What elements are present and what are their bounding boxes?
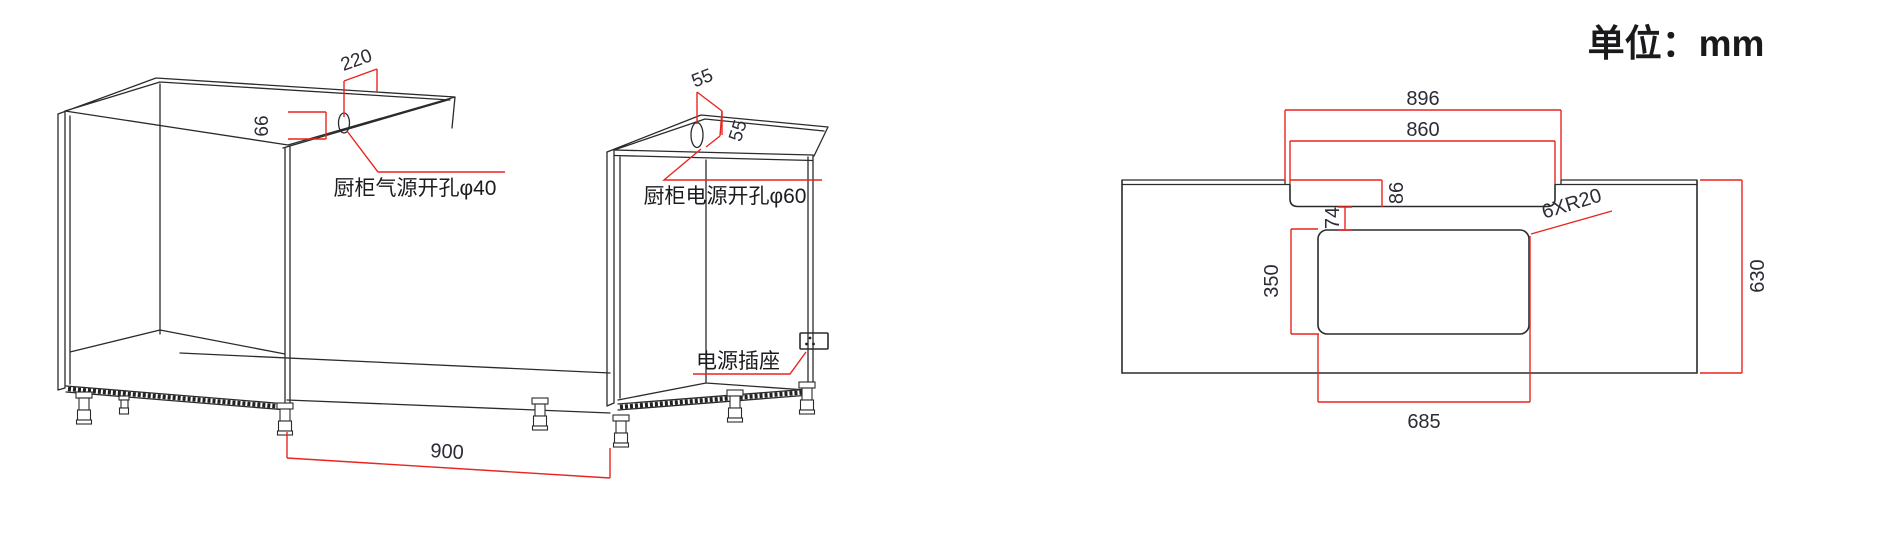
cabinet2-leg-front-right — [798, 381, 816, 415]
dim-74-lines — [1338, 206, 1352, 231]
dim-900-lines — [286, 432, 611, 479]
gas-hole-leader — [346, 130, 505, 173]
cabinet2-left-edge — [606, 149, 615, 407]
cabinet2-leg-back-right — [726, 389, 744, 423]
recess-notch — [1289, 184, 1556, 208]
dim-685: 685 — [1407, 411, 1440, 433]
gas-hole-label: 厨柜气源开孔φ40 — [334, 177, 497, 200]
dim-66: 66 — [252, 115, 273, 136]
dim-86-lines — [1290, 179, 1383, 207]
dim-55-side-lines — [705, 110, 723, 148]
cooktop-cutout — [1317, 229, 1530, 335]
cabinet1-bottom-rails — [65, 385, 288, 411]
power-hole — [690, 121, 704, 149]
cabinet1-left-edge — [57, 110, 66, 391]
cabinet-gas-view: 220 66 厨柜气源开孔φ40 — [57, 45, 505, 436]
floor-platform — [179, 352, 611, 414]
countertop-top-edge — [1121, 179, 1698, 186]
cabinet-power-view: 55 55 厨柜电源开孔φ60 电源插座 — [531, 65, 829, 448]
dim-66-lines — [288, 111, 327, 140]
dim-896-lines — [1284, 109, 1562, 181]
dim-630-lines — [1700, 179, 1743, 374]
dim-86: 86 — [1386, 182, 1408, 204]
dim-860-lines — [1289, 140, 1556, 184]
dim-630: 630 — [1747, 259, 1769, 292]
corner-note: 6XR20 — [1539, 185, 1604, 224]
dim-900: 900 — [430, 440, 465, 464]
cabinet1-plinth-hatch — [67, 386, 287, 410]
cabinet2-leg-back-left — [531, 397, 549, 431]
corner-note-leader — [1530, 210, 1613, 235]
cabinet1-leg-front-right — [276, 402, 294, 436]
dim-860: 860 — [1406, 119, 1439, 141]
countertop-cutout-view: 896 860 86 74 350 685 630 6XR20 — [1121, 88, 1769, 433]
cabinet2-leg-front-left — [612, 414, 630, 448]
cabinet1-leg-front-left — [75, 391, 93, 425]
dim-350: 350 — [1261, 264, 1283, 297]
cabinet2-bottom-rails — [617, 388, 811, 411]
socket-icon — [799, 332, 829, 350]
cabinet2-interior — [617, 156, 807, 401]
power-hole-label: 厨柜电源开孔φ60 — [644, 185, 807, 208]
dim-350-lines — [1290, 228, 1319, 335]
cabinet1-front-right-edge — [284, 146, 291, 405]
cabinet2-top-face — [606, 114, 829, 162]
dim-55-depth: 55 — [689, 65, 716, 92]
dim-74: 74 — [1322, 207, 1344, 229]
dim-55-depth-lines — [696, 91, 723, 135]
socket-leader — [693, 351, 807, 375]
unit-label: 单位：mm — [1588, 23, 1765, 64]
countertop-outline — [1121, 180, 1698, 374]
cabinet1-top-face — [57, 77, 456, 149]
dim-685-lines — [1317, 236, 1531, 403]
cabinet1-leg-back — [118, 395, 130, 415]
cabinet1-interior — [69, 83, 286, 385]
dim-896: 896 — [1406, 88, 1439, 110]
cabinet2-front-right-edge — [807, 155, 814, 387]
dim-220-lines — [343, 68, 378, 117]
cabinet2-plinth-hatch — [619, 389, 809, 410]
power-hole-leader — [662, 148, 822, 181]
socket-label: 电源插座 — [696, 350, 780, 373]
dim-900-group: 900 — [286, 432, 611, 479]
